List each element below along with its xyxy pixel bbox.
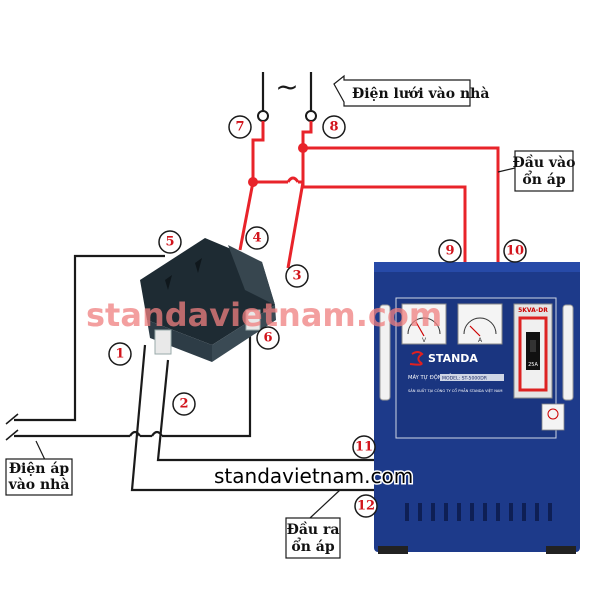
terminal-number-6: 6 [263, 331, 272, 346]
regulator-top-edge [374, 262, 580, 272]
regulator-handle-right [563, 305, 573, 400]
watermark-black: standavietnam.com [214, 464, 413, 488]
junction-node-a [248, 177, 258, 187]
label-regulator-output-2: ổn áp [291, 537, 334, 555]
terminal-number-8: 8 [329, 120, 338, 135]
regulator-foot-left [378, 546, 408, 554]
label-regulator-input-1: Đầu vào [513, 154, 576, 171]
wire-crossover [288, 178, 298, 182]
terminal-number-5: 5 [165, 235, 174, 250]
callout-regulator-input: Đầu vào ổn áp [498, 151, 575, 191]
regulator-model: MODEL: ST-5000DR [442, 376, 488, 382]
regulator-sticker [542, 404, 564, 430]
callout-regulator-output-leader [310, 490, 340, 518]
wire-8-to-3 [288, 121, 311, 268]
label-regulator-input-2: ổn áp [522, 170, 565, 188]
regulator-mcb-rating: 25A [528, 362, 538, 368]
terminal-number-12: 12 [357, 499, 375, 514]
callout-grid-power: Điện lưới vào nhà [334, 76, 489, 106]
label-house-power-2: vào nhà [8, 477, 70, 493]
regulator-mcb-lever [530, 340, 536, 352]
terminal-number-2: 2 [179, 397, 188, 412]
terminal-number-11: 11 [355, 440, 373, 455]
terminal-number-1: 1 [115, 347, 124, 362]
regulator-foot-right [546, 546, 576, 554]
regulator-brand: STANDA [428, 352, 478, 365]
label-house-power-1: Điện áp [9, 461, 70, 477]
terminal-number-9: 9 [445, 244, 454, 259]
wire-house-cross-1 [130, 432, 140, 436]
regulator-rating: 5KVA-DR [518, 307, 548, 314]
terminal-number-7: 7 [235, 120, 244, 135]
junction-node-b [298, 143, 308, 153]
terminal-number-4: 4 [252, 231, 261, 246]
grid-terminals: ~ [258, 70, 316, 121]
regulator-maker: SẢN XUẤT TẠI CÔNG TY CỔ PHẦN STANDA VIỆT… [408, 388, 502, 393]
terminal-number-10: 10 [506, 244, 524, 259]
grid-terminal-right [306, 111, 316, 121]
wire-to-10 [303, 148, 498, 262]
callout-house-power: Điện áp vào nhà [6, 459, 72, 495]
terminal-number-3: 3 [292, 269, 301, 284]
grid-terminal-left [258, 111, 268, 121]
callout-regulator-output: Đầu ra ổn áp [286, 490, 340, 558]
ac-symbol: ~ [275, 70, 298, 103]
label-grid-power: Điện lưới vào nhà [352, 86, 489, 102]
label-regulator-output-1: Đầu ra [287, 521, 340, 538]
